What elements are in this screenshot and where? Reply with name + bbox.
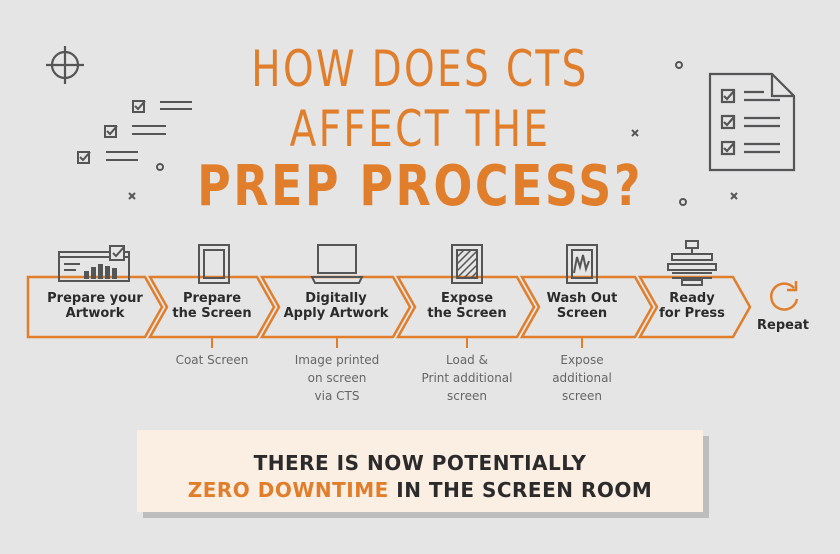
screen-frame-icon	[198, 244, 230, 284]
title-line-3: PREP PROCESS?	[197, 154, 643, 219]
document-checklist-icon	[708, 72, 796, 172]
banner-line-2: ZERO DOWNTIME IN THE SCREEN ROOM	[137, 478, 703, 502]
banner	[137, 430, 703, 512]
washout-screen-icon	[566, 244, 598, 284]
title-line-1: HOW DOES CTS	[251, 40, 589, 98]
banner-line-1: THERE IS NOW POTENTIALLY	[253, 451, 587, 475]
press-machine-icon	[667, 240, 717, 286]
note-coat-screen: Coat Screen	[175, 353, 249, 367]
laptop-icon	[310, 244, 364, 284]
checklist-icon	[77, 100, 192, 164]
title-line-2: AFFECT THE	[289, 100, 551, 158]
banner-highlight: ZERO DOWNTIME	[187, 478, 389, 502]
repeat-arrow-icon[interactable]	[767, 279, 801, 313]
process-flow	[26, 275, 752, 348]
artwork-chart-icon	[58, 245, 130, 282]
crosshair-icon	[46, 46, 84, 84]
banner-rest: IN THE SCREEN ROOM	[388, 478, 653, 502]
exposed-screen-icon	[451, 244, 483, 284]
decorative-marks	[128, 61, 738, 206]
repeat-label: Repeat	[757, 318, 809, 333]
